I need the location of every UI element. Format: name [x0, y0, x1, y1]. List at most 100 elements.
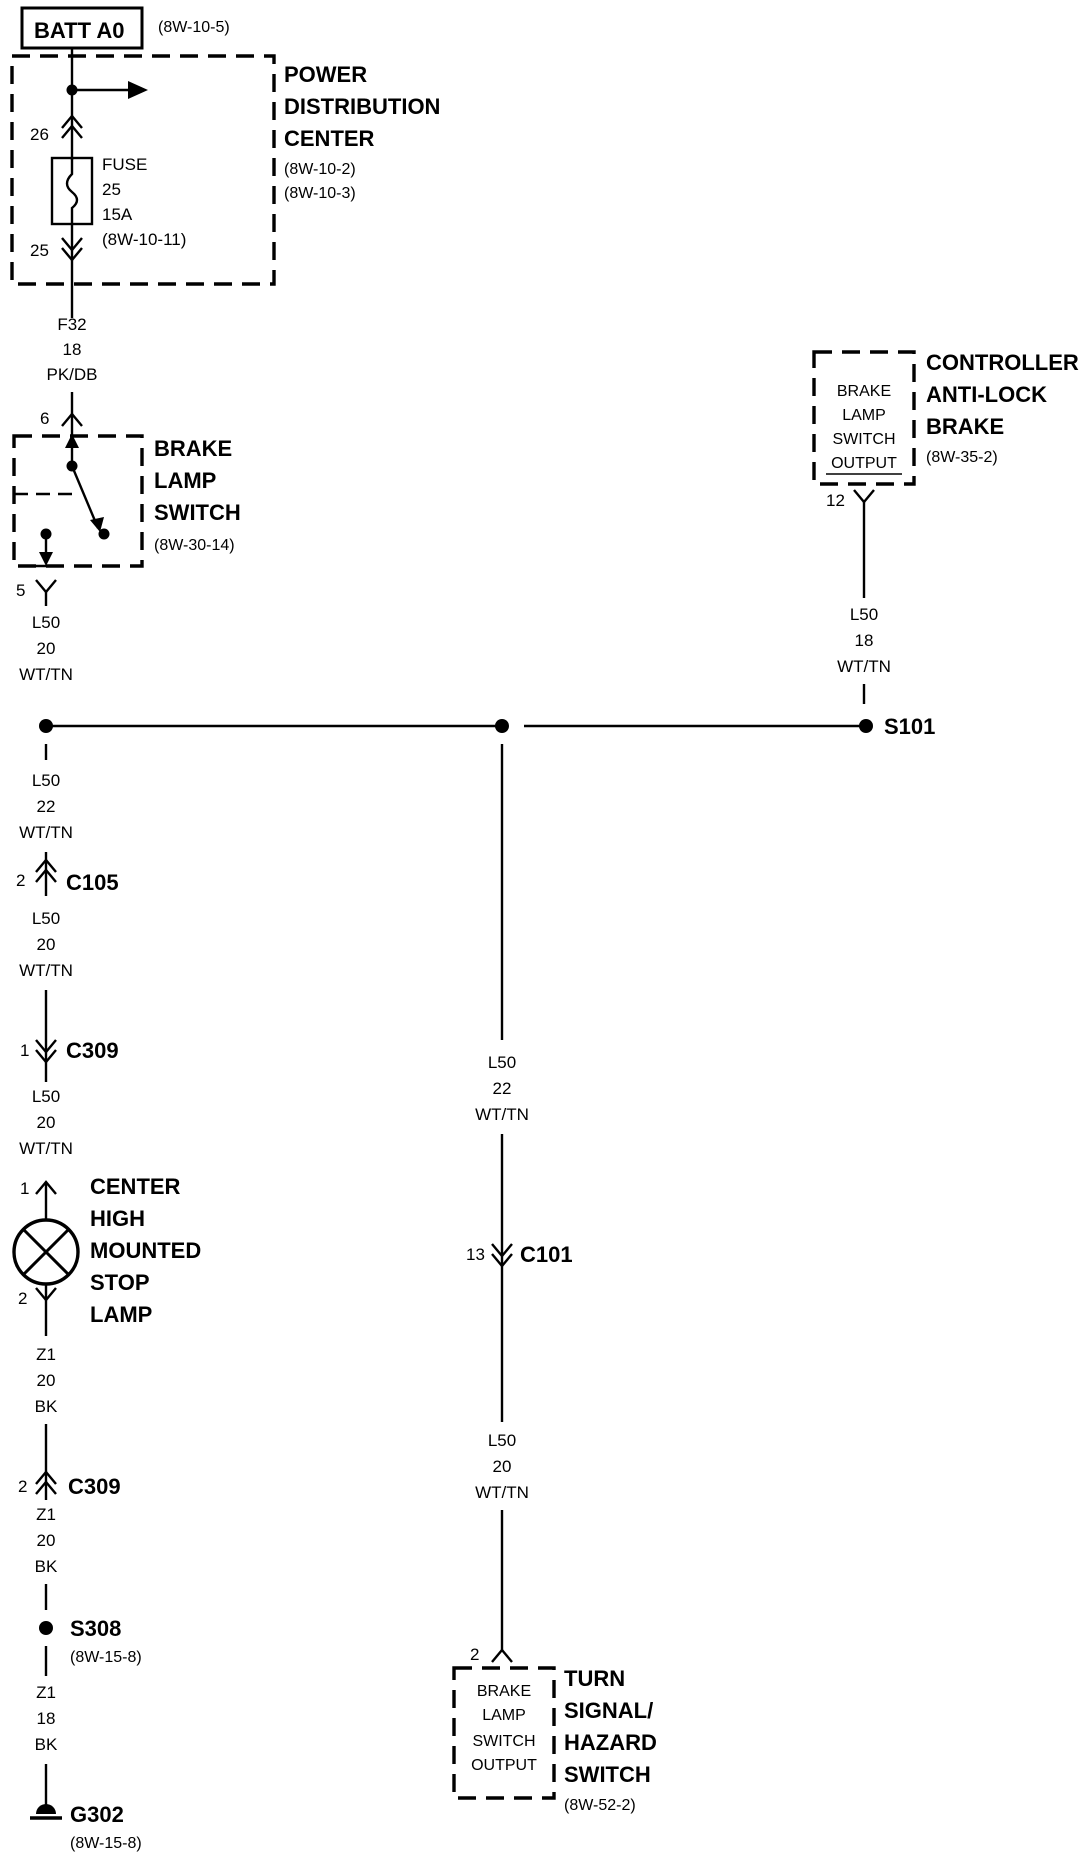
chmsl-pin-in: 1	[20, 1179, 29, 1198]
c309b-connector-icon	[35, 1470, 57, 1485]
pdc-title-2: DISTRIBUTION	[284, 94, 440, 119]
batt-box	[20, 6, 144, 50]
abs-box-line-1: BRAKE	[837, 383, 891, 400]
abs-title-2: ANTI-LOCK	[926, 382, 1047, 407]
pdc-branch-arrow-icon	[128, 81, 148, 99]
turn-switch-dashed-box	[452, 1666, 556, 1800]
wire-l50d-color: WT/TN	[19, 1139, 73, 1158]
wire-l50a-circuit: L50	[32, 613, 60, 632]
switch-blade-tip-icon	[90, 517, 104, 532]
switch-up-arrow-icon	[65, 434, 79, 448]
wire-l50mid-gauge: 22	[493, 1079, 512, 1098]
turn-title-1: TURN	[564, 1666, 625, 1691]
c309a-connector-icon	[35, 1039, 57, 1054]
batt-label: BATT A0	[34, 18, 124, 43]
c101-pin: 13	[466, 1245, 485, 1264]
wire-z1a-color: BK	[35, 1397, 58, 1416]
wire-l50c-gauge: 20	[37, 935, 56, 954]
s101-label: S101	[884, 714, 935, 739]
pdc-ref-1: (8W-10-2)	[284, 161, 356, 178]
brake-switch-dashed-box	[12, 434, 144, 568]
wire-l50b-circuit: L50	[32, 771, 60, 790]
s101-splice-dot	[859, 719, 873, 733]
pin26-connector-icon-2	[61, 124, 83, 139]
abs-title-1: CONTROLLER	[926, 350, 1079, 375]
chmsl-title-2: HIGH	[90, 1206, 145, 1231]
c309b-pin: 2	[18, 1477, 27, 1496]
wire-l50b-gauge: 22	[37, 797, 56, 816]
g302-ref: (8W-15-8)	[70, 1835, 142, 1852]
fuse-label: FUSE	[102, 155, 147, 174]
wire-f32-gauge: 18	[63, 340, 82, 359]
switch-title-1: BRAKE	[154, 436, 232, 461]
wire-z1b-circuit: Z1	[36, 1505, 56, 1524]
wire-l50d-circuit: L50	[32, 1087, 60, 1106]
c309b-label: C309	[68, 1474, 121, 1499]
c309a-pin: 1	[20, 1041, 29, 1060]
turn-box-line-1: BRAKE	[477, 1683, 531, 1700]
fuse-element-icon	[65, 158, 79, 224]
c105-pin: 2	[16, 871, 25, 890]
switch-title-2: LAMP	[154, 468, 216, 493]
wire-l50abs-gauge: 18	[855, 631, 874, 650]
c309b-connector-icon-2	[35, 1480, 57, 1495]
wire-z1a-gauge: 20	[37, 1371, 56, 1390]
chmsl-pin-out: 2	[18, 1289, 27, 1308]
abs-box-line-3: SWITCH	[832, 431, 895, 448]
c101-connector-icon-2	[491, 1253, 513, 1268]
pdc-ref-2: (8W-10-3)	[284, 185, 356, 202]
pdc-title-3: CENTER	[284, 126, 375, 151]
chmsl-title-3: MOUNTED	[90, 1238, 201, 1263]
switch-down-arrow-icon	[39, 552, 53, 566]
chmsl-pin2-connector-icon	[35, 1287, 57, 1302]
switch-title-3: SWITCH	[154, 500, 241, 525]
fuse-number: 25	[102, 180, 121, 199]
wire-z1c-circuit: Z1	[36, 1683, 56, 1702]
switch-pin-out: 5	[16, 581, 25, 600]
stop-lamp-cross-2	[22, 1228, 70, 1276]
switch-contact-right	[98, 528, 110, 540]
abs-title-3: BRAKE	[926, 414, 1004, 439]
wire-l50d-gauge: 20	[37, 1113, 56, 1132]
turn-pin2-connector-icon	[491, 1648, 513, 1663]
s308-splice-dot	[39, 1621, 53, 1635]
abs-dashed-box	[812, 350, 916, 486]
fuse-rating: 15A	[102, 205, 133, 224]
abs-ref: (8W-35-2)	[926, 449, 998, 466]
pdc-title-1: POWER	[284, 62, 367, 87]
turn-box-line-2: LAMP	[482, 1707, 526, 1724]
c309a-connector-icon-2	[35, 1049, 57, 1064]
abs-box-line-2: LAMP	[842, 407, 886, 424]
c105-connector-icon-2	[35, 868, 57, 883]
ground-icon	[36, 1804, 56, 1814]
wire-l50mid2-color: WT/TN	[475, 1483, 529, 1502]
fuse-ref: (8W-10-11)	[102, 230, 186, 249]
pin5-connector-icon	[35, 579, 57, 594]
pdc-pin-bottom: 25	[30, 241, 49, 260]
chmsl-title-4: STOP	[90, 1270, 150, 1295]
pdc-dashed-box	[10, 54, 276, 286]
abs-pin: 12	[826, 491, 845, 510]
switch-blade	[70, 465, 100, 529]
switch-ref: (8W-30-14)	[154, 537, 235, 554]
wire-l50a-gauge: 20	[37, 639, 56, 658]
pin26-connector-icon	[61, 114, 83, 129]
c101-connector-icon	[491, 1243, 513, 1258]
wire-l50abs-color: WT/TN	[837, 657, 891, 676]
turn-box-line-3: SWITCH	[472, 1733, 535, 1750]
wire-l50abs-circuit: L50	[850, 605, 878, 624]
pdc-pin-top: 26	[30, 125, 49, 144]
chmsl-title-5: LAMP	[90, 1302, 152, 1327]
c105-connector-icon	[35, 858, 57, 873]
wire-l50mid2-circuit: L50	[488, 1431, 516, 1450]
pin6-connector-icon	[61, 412, 83, 427]
switch-pin-in: 6	[40, 409, 49, 428]
wire-f32-circuit: F32	[57, 315, 86, 334]
c105-label: C105	[66, 870, 119, 895]
wire-l50a-color: WT/TN	[19, 665, 73, 684]
chmsl-title-1: CENTER	[90, 1174, 181, 1199]
wire-z1b-gauge: 20	[37, 1531, 56, 1550]
wire-l50c-circuit: L50	[32, 909, 60, 928]
pin25-connector-icon-2	[61, 247, 83, 262]
